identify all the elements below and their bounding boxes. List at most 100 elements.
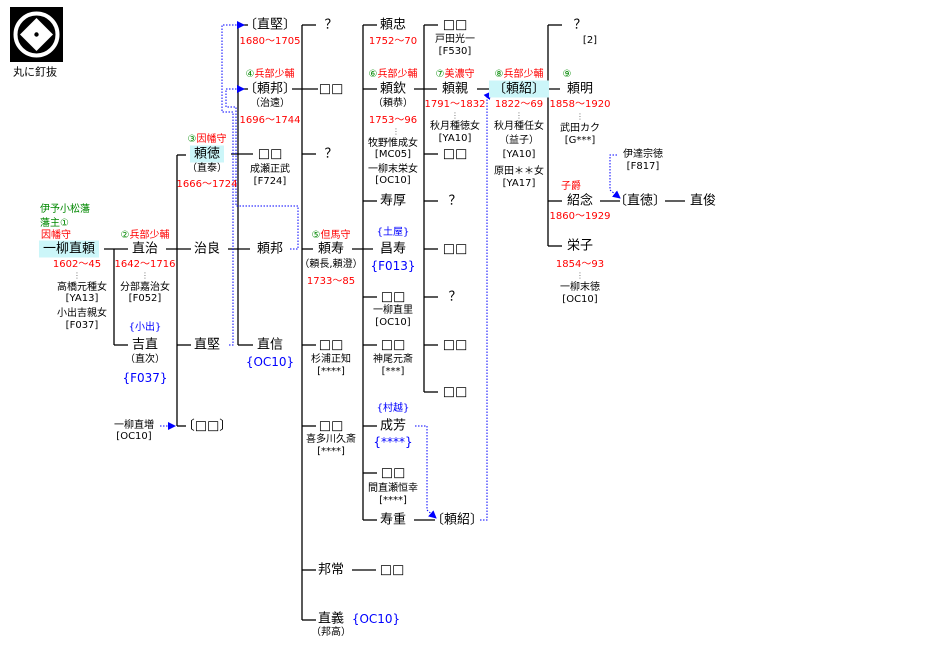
c6-box1-code-label: [F530] bbox=[438, 46, 472, 57]
naotoshi-node: 直俊 bbox=[689, 193, 717, 209]
adoption-arrow-yoritsugu bbox=[480, 91, 492, 521]
yorinaga-alias-label: （頼長,頼澄） bbox=[299, 259, 363, 270]
yorinaga-date-label: 1733～85 bbox=[306, 276, 356, 287]
yoshinao-code-label: {F037} bbox=[122, 371, 168, 385]
yoritsugu2-node: 〔頼紹〕 bbox=[430, 512, 484, 528]
rank-number: ③ bbox=[187, 134, 197, 145]
yorinaga-node: 頼寿 bbox=[317, 241, 345, 257]
eiko-husband-label: 一柳末徳 bbox=[560, 282, 600, 293]
c4-box3-node: □□ bbox=[318, 418, 344, 434]
c6-box1-node: □□ bbox=[442, 17, 468, 33]
shonen-title-label: 子爵 bbox=[561, 181, 581, 192]
naoyoshi-node: 直義 bbox=[317, 611, 345, 627]
yorinori-date-label: 1666～1724 bbox=[176, 179, 238, 190]
marriage-mark-label: ⋮ bbox=[515, 111, 523, 120]
nariyoshi-family-label: {村越} bbox=[376, 403, 410, 414]
shonen-date-label: 1860～1929 bbox=[549, 211, 611, 222]
adoption-arrow-yorikuni bbox=[225, 85, 299, 250]
naomasu-label: 一柳直増 bbox=[114, 420, 154, 431]
masatoshi-family-label: {土屋} bbox=[376, 227, 410, 238]
c5-box1-node: □□ bbox=[380, 289, 406, 305]
rank-number: ④ bbox=[245, 69, 255, 80]
c8-q-node: ？ bbox=[573, 17, 587, 33]
naoyoshi-alias-label: （邦高） bbox=[311, 627, 351, 638]
masatoshi-node: 昌寿 bbox=[379, 241, 407, 257]
rank-number: ⑥ bbox=[368, 69, 378, 80]
c6-box4-node: □□ bbox=[442, 337, 468, 353]
naomasu-code-label: [OC10] bbox=[116, 431, 152, 442]
yorinobu-date-label: 1753～96 bbox=[368, 115, 418, 126]
yorinori-alias-label: （直泰） bbox=[187, 163, 227, 174]
shonen-node: 紹念 bbox=[566, 193, 594, 209]
court-title: 兵部少輔 bbox=[129, 230, 170, 241]
naonobu-node: 直信 bbox=[256, 337, 284, 353]
naonobu-code-label: {OC10} bbox=[245, 355, 295, 369]
c4-q2-node: ？ bbox=[324, 146, 338, 162]
c6-box5-node: □□ bbox=[442, 384, 468, 400]
yoshinao-alias-label: （直次） bbox=[125, 354, 165, 365]
naonori-node: 〔直徳〕 bbox=[613, 193, 667, 209]
family-crest-kuginuki bbox=[10, 7, 63, 62]
yorichika-wife-code-label: [YA10] bbox=[438, 133, 472, 144]
naoyori-title-label: 因幡守 bbox=[41, 230, 71, 241]
rank-number: ⑧ bbox=[494, 69, 504, 80]
c5-box1-code-label: [OC10] bbox=[375, 317, 411, 328]
date-munenori-label: 伊達宗徳 bbox=[623, 149, 663, 160]
marriage-mark-label: ⋮ bbox=[451, 111, 459, 120]
c5-box3-node: □□ bbox=[380, 465, 406, 481]
c4-box2-note-label: 杉浦正知 bbox=[311, 354, 351, 365]
yorichika-node: 頼親 bbox=[441, 81, 469, 97]
naoyori-wife2-label: 小出吉親女 bbox=[57, 308, 107, 319]
naoyori-wife1-label: 高橋元種女 bbox=[57, 282, 107, 293]
naokata-node: 直堅 bbox=[193, 337, 221, 353]
yoriaki-node: 頼明 bbox=[566, 81, 594, 97]
naoyori-wife2-code-label: [F037] bbox=[65, 320, 99, 331]
yoritada-node: 頼忠 bbox=[379, 17, 407, 33]
c4-box3-code-label: [****] bbox=[317, 446, 345, 457]
masatoshi-code-label: {F013} bbox=[370, 259, 416, 273]
yoritsugu-title-rank-title: ⑧兵部少輔 bbox=[495, 70, 544, 80]
naoyori-node: 一柳直頼 bbox=[38, 240, 100, 258]
c5-box2-code-label: [***] bbox=[381, 366, 405, 377]
court-title: 兵部少輔 bbox=[503, 69, 544, 80]
c8-q-code-label: [2] bbox=[582, 35, 598, 46]
court-title: 兵部少輔 bbox=[254, 69, 295, 80]
yoriaki-date-label: 1858～1920 bbox=[549, 99, 611, 110]
yorinaga-title-rank-title: ⑤但馬守 bbox=[312, 231, 351, 241]
adoption-arrow-date-munenori bbox=[609, 154, 621, 199]
yoritsugu-date-label: 1822～69 bbox=[494, 99, 544, 110]
naoharu-node: 直治 bbox=[131, 241, 159, 257]
rank-number: ② bbox=[120, 230, 130, 241]
yoritsugu-wife1-code-label: [YA10] bbox=[502, 149, 536, 160]
haruyoshi-node: 治良 bbox=[193, 241, 221, 257]
c6-box3-node: □□ bbox=[442, 241, 468, 257]
yorinobu-wife2-code-label: [OC10] bbox=[375, 175, 411, 186]
eiko-husband-code-label: [OC10] bbox=[562, 294, 598, 305]
adoption-arrow-naokata bbox=[221, 21, 245, 346]
yoshinao-node: 吉直 bbox=[131, 337, 159, 353]
crest-caption: 丸に釘抜 bbox=[13, 65, 57, 79]
c5-box3-code-label: [****] bbox=[379, 495, 407, 506]
kunitsune-node: 邦常 bbox=[317, 562, 345, 578]
yorichika-wife-label: 秋月種徳女 bbox=[430, 121, 480, 132]
c3-unknown-code-label: [F724] bbox=[253, 176, 287, 187]
yoritsugu-wife1-alias-label: （益子） bbox=[499, 135, 539, 146]
yorinobu-wife1-code-label: [MC05] bbox=[374, 149, 412, 160]
naokata2-date-label: 1680～1705 bbox=[239, 36, 301, 47]
toshishige-node: 寿重 bbox=[379, 512, 407, 528]
yorinobu-title-rank-title: ⑥兵部少輔 bbox=[369, 70, 418, 80]
nariyoshi-code-label: {****} bbox=[373, 435, 413, 449]
yoritsugu-wife2-code-label: [YA17] bbox=[502, 178, 536, 189]
c3-unknown-note-label: 成瀬正武 bbox=[250, 164, 290, 175]
c5-box1-note-label: 一柳直里 bbox=[373, 305, 413, 316]
rank-number: ⑤ bbox=[311, 230, 321, 241]
c4-box3-note-label: 喜多川久斎 bbox=[306, 434, 356, 445]
marriage-mark-label: ⋮ bbox=[141, 271, 149, 280]
yoriaki-wife-label: 武田カク bbox=[560, 123, 600, 134]
yoriaki-num-label: ⑨ bbox=[562, 69, 572, 80]
yoritsugu-wife1-label: 秋月種任女 bbox=[494, 121, 544, 132]
naoyoshi-code-label: {OC10} bbox=[351, 612, 401, 626]
c5-box3-note-label: 間直瀬恒幸 bbox=[368, 483, 418, 494]
yorinori-title-rank-title: ③因幡守 bbox=[188, 135, 227, 145]
